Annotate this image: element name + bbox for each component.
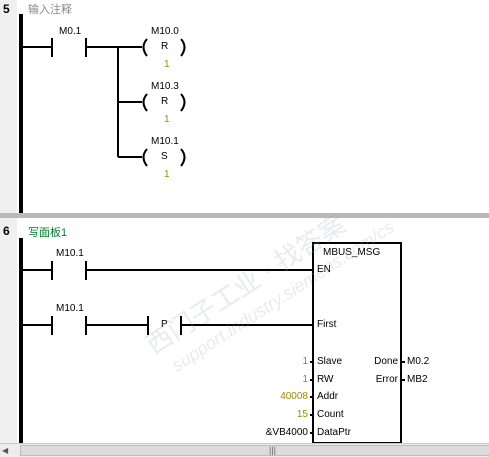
output-done-value[interactable]: M0.2 xyxy=(407,356,430,367)
network-5-number[interactable]: 5 xyxy=(3,2,10,16)
pin-dataptr: DataPtr xyxy=(317,427,351,438)
positive-edge-label[interactable]: P xyxy=(161,319,168,330)
network-6-gutter xyxy=(0,218,17,443)
input-slave-value[interactable]: 1 xyxy=(302,356,308,367)
coil-address[interactable]: M10.3 xyxy=(151,81,179,92)
coil-left-arc xyxy=(142,38,148,57)
coil-address[interactable]: M10.1 xyxy=(151,136,179,147)
pin-count: Count xyxy=(317,409,344,420)
pin-addr: Addr xyxy=(317,391,339,402)
pin-en: EN xyxy=(317,264,331,275)
pin-first: First xyxy=(317,319,337,330)
pin-done: Done xyxy=(374,356,398,367)
network-5-gutter xyxy=(0,0,17,213)
coil-type[interactable]: S xyxy=(161,151,168,162)
coil-type[interactable]: R xyxy=(161,96,169,107)
coil-right-arc xyxy=(180,38,186,57)
coil-type[interactable]: R xyxy=(161,41,169,52)
coil-left-arc xyxy=(142,93,148,112)
horizontal-scrollbar[interactable]: ◀ ||| xyxy=(0,443,489,457)
coil-right-arc xyxy=(180,148,186,167)
scroll-left-arrow-icon[interactable]: ◀ xyxy=(2,446,9,455)
network-5-comment[interactable]: 输入注释 xyxy=(28,4,72,16)
contact-address[interactable]: M0.1 xyxy=(59,26,82,37)
pin-slave: Slave xyxy=(317,356,343,367)
network-6-number[interactable]: 6 xyxy=(3,224,10,238)
input-count-value[interactable]: 15 xyxy=(296,409,308,420)
scrollbar-thumb[interactable]: ||| xyxy=(20,445,489,456)
input-rw-value[interactable]: 1 xyxy=(302,374,308,385)
coil-address[interactable]: M10.0 xyxy=(151,26,179,37)
power-rail-6 xyxy=(19,238,23,443)
coil-left-arc xyxy=(142,148,148,167)
mbus-msg-block xyxy=(312,242,402,444)
network-separator xyxy=(0,213,489,218)
power-rail-5 xyxy=(19,14,23,213)
contact-address[interactable]: M10.1 xyxy=(56,303,84,314)
coil-count[interactable]: 1 xyxy=(164,169,170,180)
pin-rw: RW xyxy=(317,374,334,385)
pin-error: Error xyxy=(375,374,398,385)
scrollbar-grip-icon: ||| xyxy=(269,445,277,455)
input-dataptr-value[interactable]: &VB4000 xyxy=(265,427,308,438)
coil-count[interactable]: 1 xyxy=(164,59,170,70)
block-title[interactable]: MBUS_MSG xyxy=(323,247,381,258)
network-6-comment[interactable]: 写面板1 xyxy=(28,227,68,239)
contact-address[interactable]: M10.1 xyxy=(56,248,84,259)
input-addr-value[interactable]: 40008 xyxy=(280,391,308,402)
coil-right-arc xyxy=(180,93,186,112)
output-error-value[interactable]: MB2 xyxy=(407,374,428,385)
coil-count[interactable]: 1 xyxy=(164,114,170,125)
